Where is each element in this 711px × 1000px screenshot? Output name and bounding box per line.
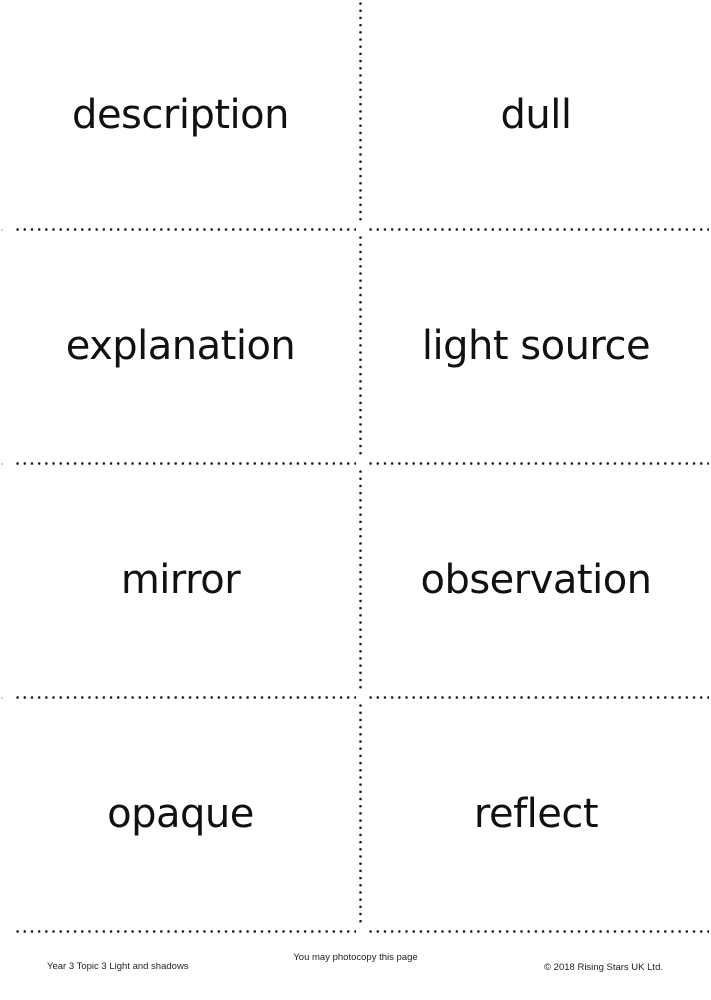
card-reflect: reflect [361,697,711,931]
edge-mark [1,463,3,465]
card-word: observation [420,557,652,603]
card-word: mirror [120,557,241,603]
card-light-source: light source [361,229,711,463]
cut-line-vertical [359,234,362,459]
card-word: dull [500,91,572,138]
footer-topic-label: Year 3 Topic 3 Light and shadows [47,961,189,972]
cut-line-vertical [359,468,362,693]
card-word: light source [421,323,651,369]
cut-line-horizontal [367,228,709,231]
cut-line-horizontal [14,462,356,465]
card-mirror: mirror [0,463,361,697]
cut-line-horizontal [367,930,709,933]
footer-copyright: © 2018 Rising Stars UK Ltd. [544,962,663,973]
card-word: explanation [65,323,296,369]
card-description: description [0,0,361,229]
footer-photocopy-note: You may photocopy this page [293,952,418,963]
cut-line-vertical [359,702,362,927]
card-word: description [72,91,289,138]
cut-line-horizontal [14,228,356,231]
card-word: reflect [473,791,599,837]
card-word: opaque [107,791,254,837]
edge-mark [1,697,3,699]
cut-line-vertical [359,0,362,225]
cut-line-horizontal [367,696,709,699]
cut-line-horizontal [14,930,356,933]
card-explanation: explanation [0,229,361,463]
card-opaque: opaque [0,697,361,931]
cut-line-horizontal [367,462,709,465]
cut-line-horizontal [14,696,356,699]
card-dull: dull [361,0,711,229]
card-observation: observation [361,463,711,697]
edge-mark [1,229,3,231]
